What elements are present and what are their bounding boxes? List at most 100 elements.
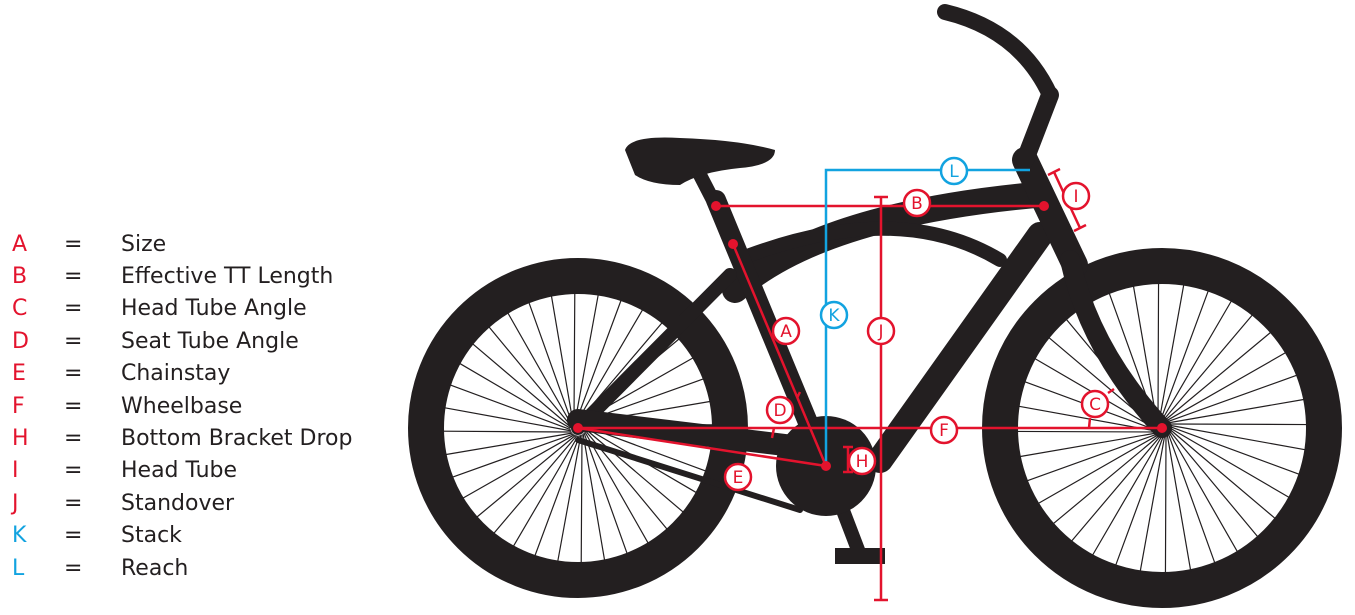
curved-tube	[743, 221, 1007, 267]
legend-label: Head Tube Angle	[121, 296, 307, 322]
spoke	[1169, 428, 1277, 520]
spoke	[1169, 426, 1301, 476]
marker-label: I	[1073, 187, 1078, 207]
chain	[575, 437, 803, 513]
marker-label: E	[733, 468, 744, 488]
marker-label: H	[856, 452, 869, 472]
legend-label: Chainstay	[121, 361, 231, 387]
marker-label: L	[949, 162, 959, 182]
saddle	[625, 137, 775, 185]
spoke	[471, 342, 571, 428]
legend-equals: =	[64, 231, 83, 257]
pedal	[835, 548, 885, 564]
marker-label: B	[911, 194, 923, 214]
marker-label: A	[780, 322, 792, 342]
legend-row: K=Stack	[12, 520, 352, 552]
spoke	[1167, 432, 1216, 565]
spoke	[574, 292, 600, 422]
spoke	[1132, 284, 1158, 423]
legend-key: K	[12, 523, 27, 549]
spoke	[512, 435, 579, 548]
marker-e: E	[723, 462, 753, 492]
legend-label: Wheelbase	[121, 393, 243, 419]
legend-equals: =	[64, 490, 83, 516]
spoke	[1015, 430, 1156, 433]
spoke	[1164, 434, 1167, 575]
legend-row: C=Head Tube Angle	[12, 293, 352, 325]
spoke	[577, 308, 644, 421]
spoke	[556, 434, 582, 564]
spoke	[461, 434, 575, 500]
legend-row: J=Standover	[12, 487, 352, 519]
legend-row: L=Reach	[12, 552, 352, 584]
legend-label: Effective TT Length	[121, 264, 334, 290]
legend-equals: =	[64, 523, 83, 549]
marker-l: L	[939, 156, 969, 186]
legend-equals: =	[64, 393, 83, 419]
legend-equals: =	[64, 426, 83, 452]
spoke	[487, 325, 572, 426]
marker-label: J	[877, 322, 883, 342]
spoke	[475, 434, 576, 519]
head-tube	[1012, 147, 1088, 278]
legend-key: B	[12, 264, 28, 290]
spoke	[1166, 374, 1299, 423]
marker-label: C	[1089, 395, 1101, 415]
legend-equals: =	[64, 458, 83, 484]
legend-equals: =	[64, 264, 83, 290]
arc-c	[1087, 387, 1115, 429]
seat-stay	[571, 268, 737, 435]
arc-d	[770, 391, 802, 439]
dimension-lines	[577, 167, 1162, 602]
spoke	[1166, 433, 1192, 572]
marker-label: K	[828, 306, 840, 326]
legend-key: E	[12, 361, 26, 387]
legend-key: A	[12, 231, 28, 257]
marker-b: B	[902, 188, 932, 218]
spoke	[441, 430, 572, 433]
spoke	[444, 432, 573, 456]
spoke	[1157, 281, 1160, 422]
legend-label: Bottom Bracket Drop	[121, 426, 353, 452]
spoke	[1164, 330, 1273, 422]
spoke	[1162, 313, 1254, 421]
marker-h: H	[847, 446, 877, 476]
spoke	[582, 433, 606, 562]
handlebar	[937, 4, 1058, 103]
spoke	[1165, 351, 1288, 422]
legend-label: Reach	[121, 555, 189, 581]
spoke	[1114, 435, 1164, 567]
legend-row: B = Effective TT Length	[12, 260, 352, 292]
legend-equals: =	[64, 555, 83, 581]
spoke	[1160, 289, 1210, 421]
legend-label: Standover	[121, 490, 235, 516]
legend-row: H = Bottom Bracket Drop	[12, 422, 352, 454]
legend-equals: =	[64, 296, 83, 322]
legend-row: F = Wheelbase	[12, 390, 352, 422]
marker-f: F	[929, 415, 959, 445]
spoke	[1070, 435, 1162, 543]
fork	[1060, 250, 1172, 438]
legend-key: D	[12, 328, 29, 354]
spoke	[492, 435, 578, 535]
spoke	[1161, 299, 1233, 421]
spoke	[1168, 430, 1260, 539]
marker-c: C	[1080, 389, 1110, 419]
legend-key: F	[12, 393, 25, 419]
legend-key: I	[12, 458, 19, 484]
legend-key: H	[12, 426, 29, 452]
seat-post	[693, 168, 723, 213]
spoke	[1169, 427, 1291, 499]
marker-label: D	[773, 401, 786, 421]
spoke	[550, 294, 574, 423]
line-e	[577, 426, 827, 468]
spoke	[527, 300, 573, 424]
spoke	[583, 432, 629, 556]
spoke	[533, 435, 580, 558]
marker-i: I	[1061, 181, 1091, 211]
spoke	[1158, 283, 1185, 422]
line-j	[874, 195, 888, 602]
spoke	[450, 433, 574, 479]
spoke	[1167, 398, 1306, 424]
